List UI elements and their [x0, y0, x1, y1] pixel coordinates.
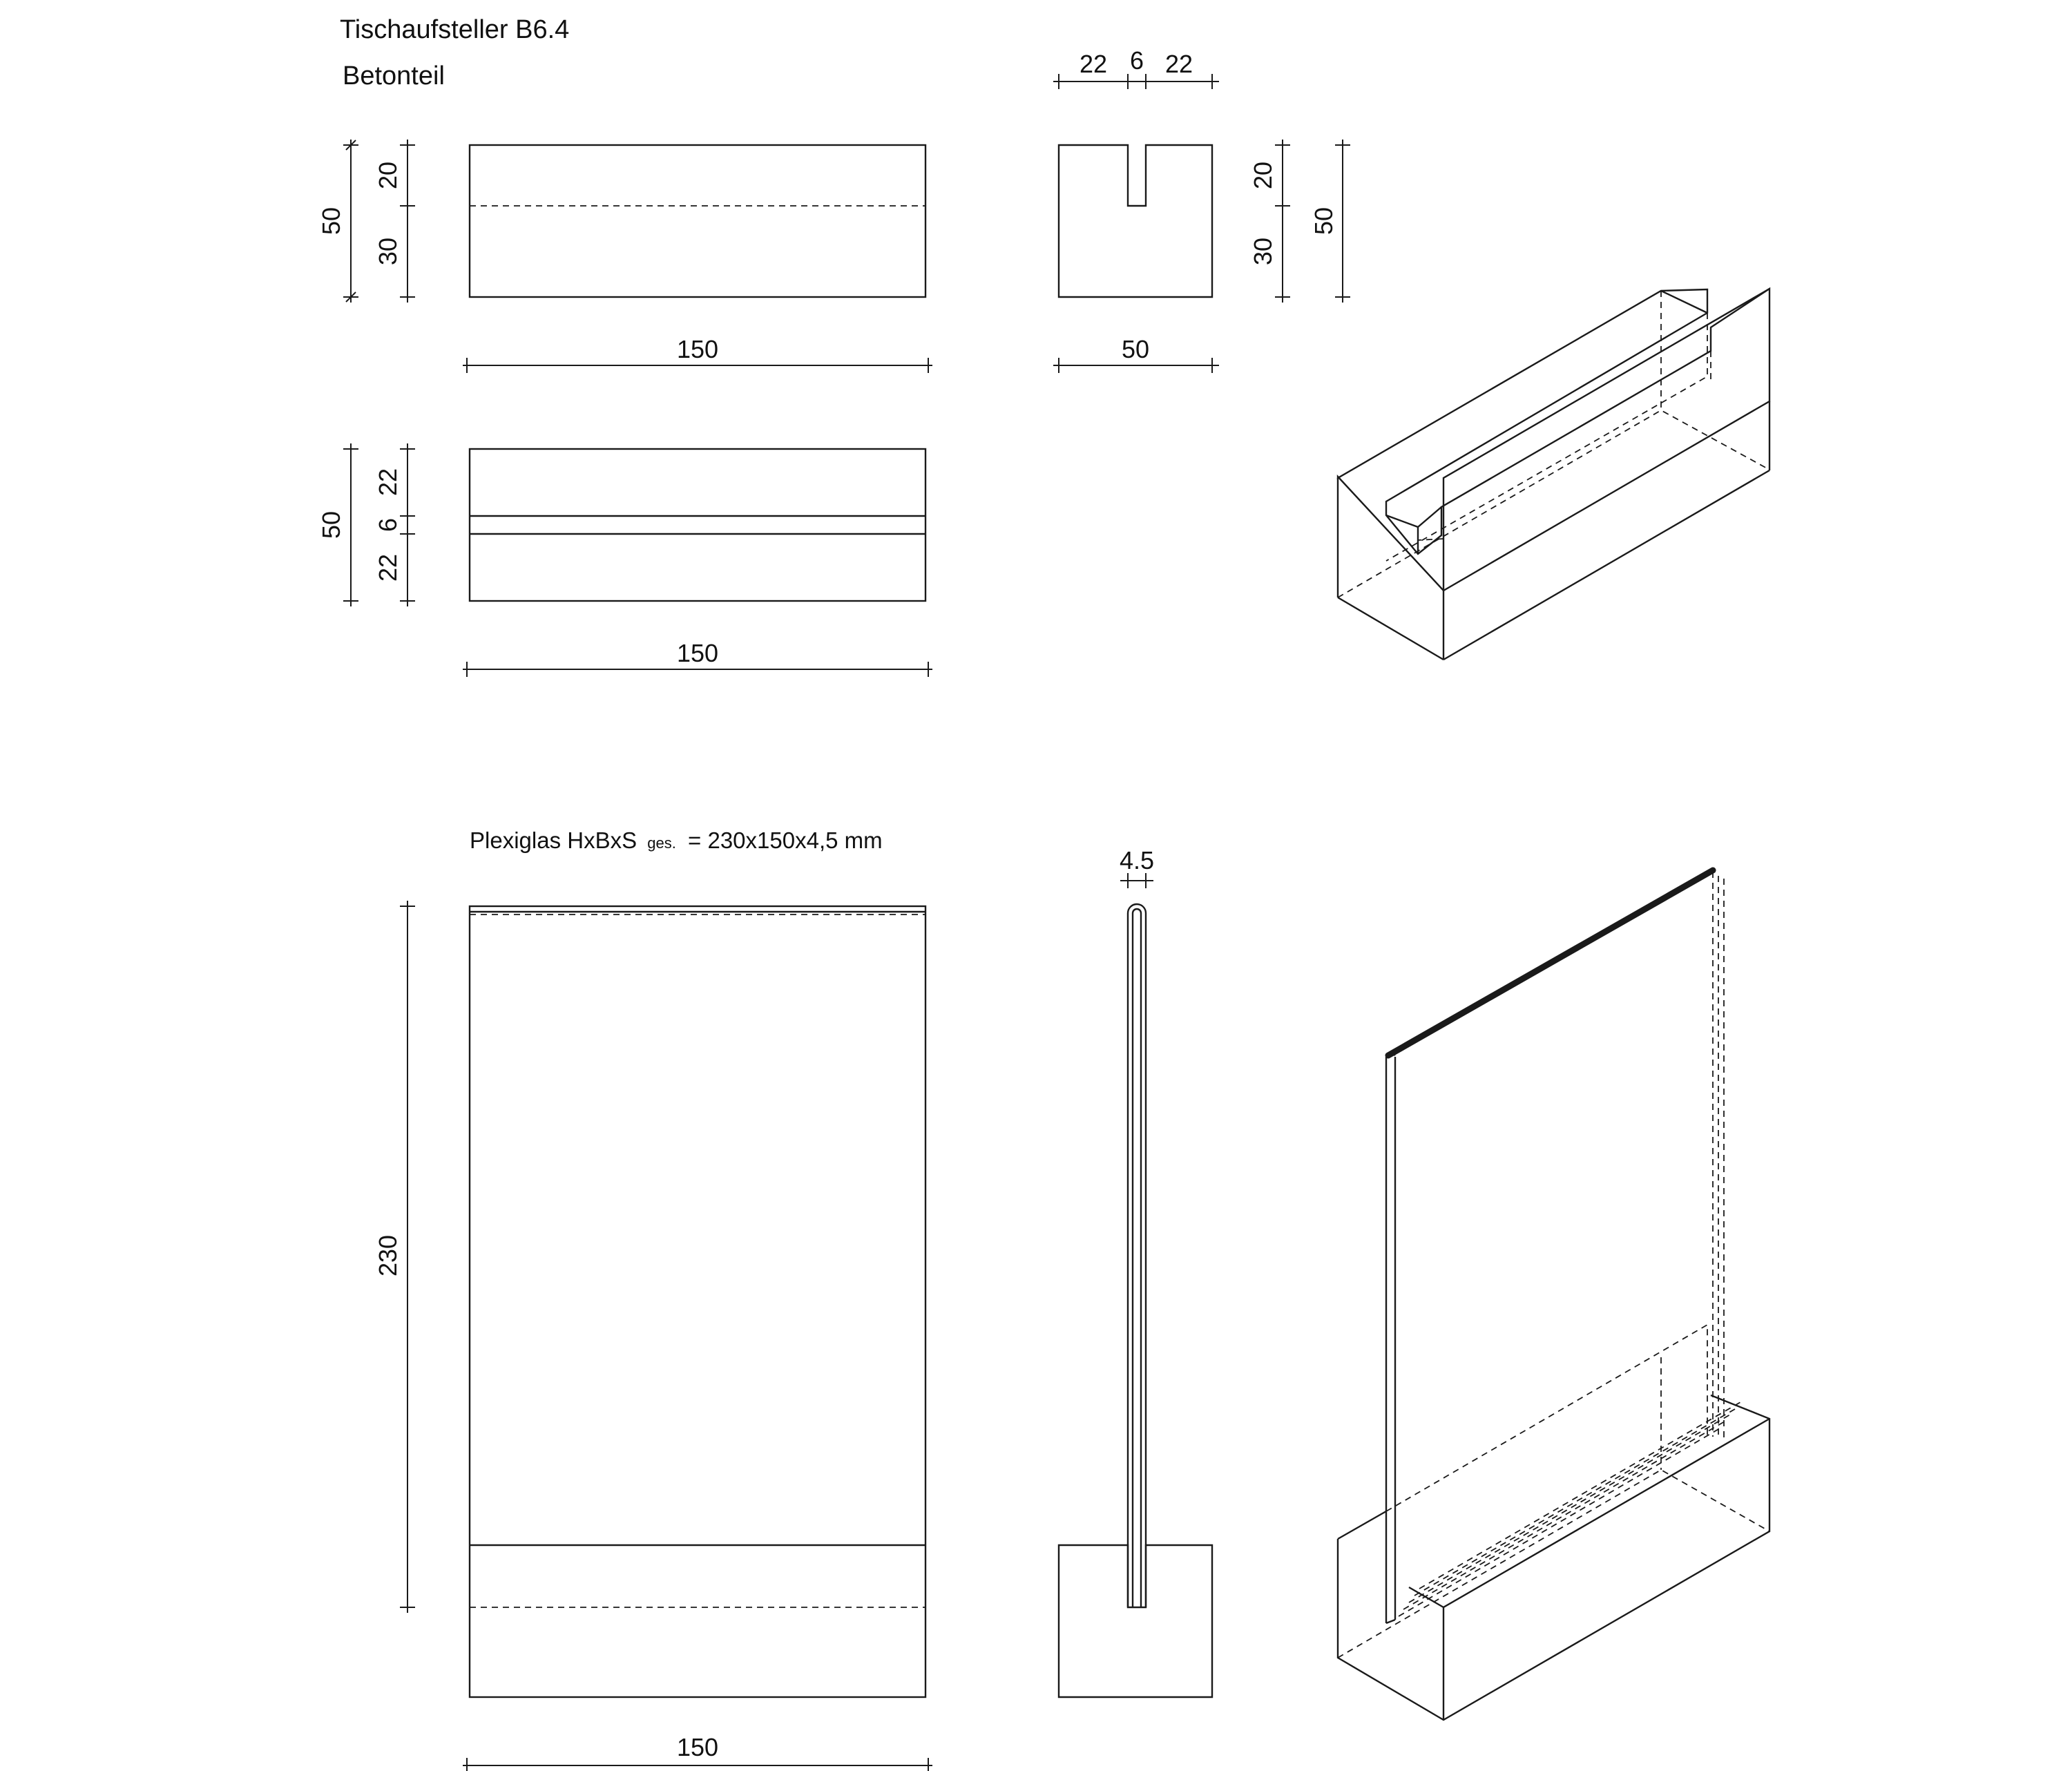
- dimension-top-height-total: 50: [317, 443, 358, 606]
- dimension-top-width: 150: [463, 639, 932, 677]
- dimension-glass-thickness: 4.5: [1120, 846, 1154, 888]
- dim-label: 30: [374, 238, 402, 265]
- note-subscript: ges.: [647, 834, 676, 852]
- dimension-side-width: 50: [1053, 335, 1219, 373]
- dim-label: 22: [1165, 50, 1193, 78]
- dim-label: 230: [374, 1235, 402, 1276]
- dim-label: 150: [677, 335, 718, 363]
- dimension-side-height-parts: 20 30: [1249, 140, 1290, 303]
- note-prefix: Plexiglas HxBxS: [470, 827, 637, 853]
- dim-label: 50: [317, 207, 345, 235]
- dim-label: 6: [1130, 46, 1144, 75]
- dim-label: 22: [374, 554, 402, 582]
- dimension-glass-width: 150: [463, 1733, 932, 1771]
- dimension-side-height-total: 50: [1310, 140, 1350, 303]
- top-view-block: [468, 448, 927, 602]
- assembly-front-view: [468, 905, 927, 1698]
- dimension-front-height-parts: 20 30: [374, 140, 415, 303]
- side-view-block: [1057, 144, 1214, 298]
- dim-label: 50: [1310, 207, 1338, 235]
- dim-label: 6: [374, 518, 402, 532]
- dim-label: 150: [677, 639, 718, 667]
- dim-label: 50: [1122, 335, 1149, 363]
- dim-label: 150: [677, 1733, 718, 1761]
- dim-label: 20: [1249, 162, 1277, 189]
- dim-label: 22: [374, 468, 402, 496]
- dim-label: 30: [1249, 238, 1277, 265]
- dim-label: 22: [1080, 50, 1107, 78]
- drawing-title: Tischaufsteller B6.4: [340, 15, 569, 44]
- dimension-top-height-parts: 22 6 22: [374, 443, 415, 606]
- assembly-side-view: [1057, 903, 1214, 1698]
- plexiglas-note: Plexiglas HxBxS ges. = 230x150x4,5 mm: [470, 827, 883, 853]
- dimension-front-height-total: 50: [317, 140, 358, 303]
- dimension-side-slot: 22 6 22: [1053, 46, 1219, 89]
- dimension-front-width: 150: [463, 335, 932, 373]
- isometric-block: [1336, 287, 1771, 661]
- dim-label: 4.5: [1120, 846, 1154, 874]
- dim-label: 20: [374, 162, 402, 189]
- front-view-block: [468, 144, 927, 298]
- drawing-subtitle: Betonteil: [343, 61, 445, 90]
- note-suffix: = 230x150x4,5 mm: [688, 827, 883, 853]
- dim-label: 50: [317, 511, 345, 539]
- isometric-assembly: [1336, 867, 1771, 1721]
- dimension-glass-height: 230: [374, 901, 415, 1613]
